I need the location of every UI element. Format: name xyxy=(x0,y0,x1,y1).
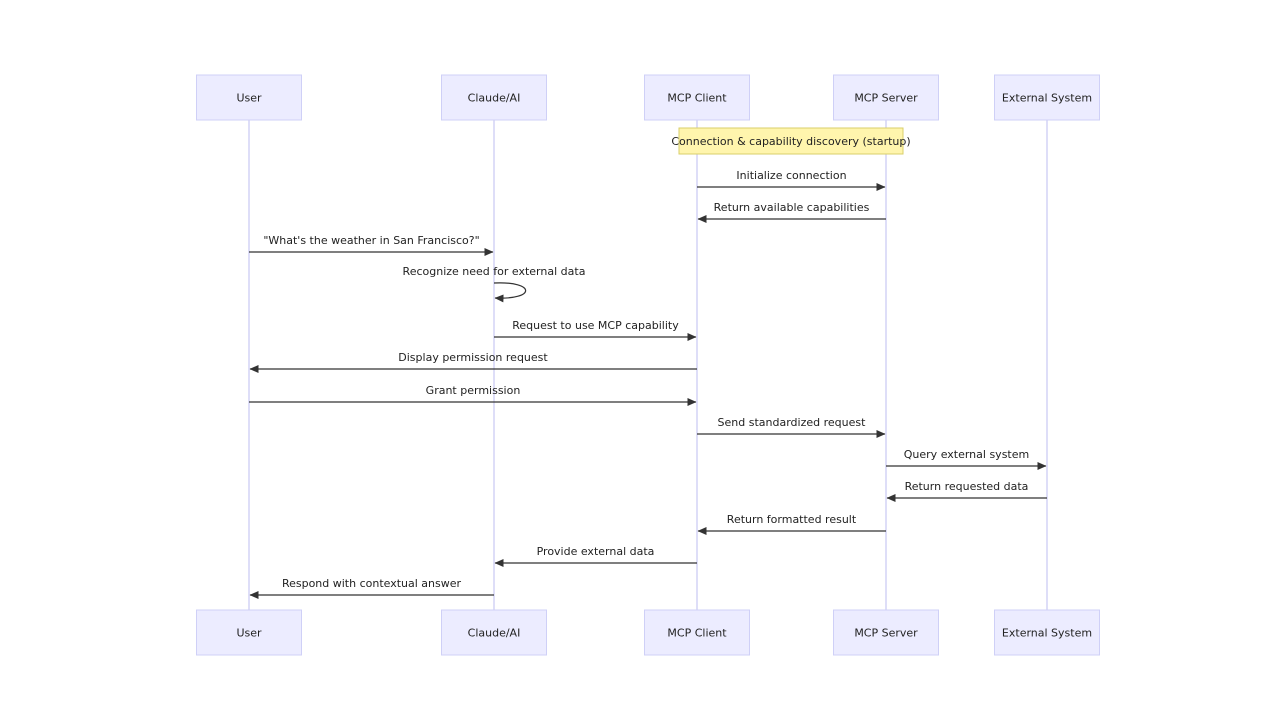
participant-box-external-bottom xyxy=(994,609,1100,656)
message-label-1: Initialize connection xyxy=(736,169,846,182)
participant-box-user-bottom xyxy=(196,609,302,656)
message-label-3: "What's the weather in San Francisco?" xyxy=(263,234,479,247)
startup-note-box xyxy=(678,127,904,155)
message-arrow-4 xyxy=(493,282,527,303)
message-label-11: Return formatted result xyxy=(727,513,857,526)
participant-box-claude-bottom xyxy=(441,609,547,656)
participant-box-client-bottom xyxy=(644,609,750,656)
actors-top: User Claude/AI MCP Client MCP Server Externa… xyxy=(196,74,1100,121)
participant-label-client-bottom: MCP Client xyxy=(667,627,727,640)
message-label-9: Query external system xyxy=(904,448,1029,461)
message-label-5: Request to use MCP capability xyxy=(512,319,679,332)
note-layer: Connection & capability discovery (start… xyxy=(671,127,911,155)
participant-label-server-bottom: MCP Server xyxy=(854,627,918,640)
participant-label-external-top: External System xyxy=(1002,92,1092,105)
lifelines xyxy=(248,120,1048,610)
participant-box-claude-top xyxy=(441,74,547,121)
message-label-4: Recognize need for external data xyxy=(403,265,586,278)
message-label-6: Display permission request xyxy=(398,351,548,364)
participant-box-server-bottom xyxy=(833,609,939,656)
participant-box-client-top xyxy=(644,74,750,121)
participant-label-server-top: MCP Server xyxy=(854,92,918,105)
message-label-7: Grant permission xyxy=(426,384,521,397)
message-label-8: Send standardized request xyxy=(718,416,867,429)
startup-note-text: Connection & capability discovery (start… xyxy=(671,135,910,148)
participant-label-claude-top: Claude/AI xyxy=(468,92,521,105)
participant-box-external-top xyxy=(994,74,1100,121)
participant-box-user-top xyxy=(196,74,302,121)
message-label-13: Respond with contextual answer xyxy=(282,577,462,590)
actors-bottom: User Claude/AI MCP Client MCP Server Externa… xyxy=(196,609,1100,656)
participant-box-server-top xyxy=(833,74,939,121)
participant-label-claude-bottom: Claude/AI xyxy=(468,627,521,640)
participant-label-external-bottom: External System xyxy=(1002,627,1092,640)
message-label-2: Return available capabilities xyxy=(714,201,870,214)
message-label-12: Provide external data xyxy=(537,545,655,558)
participant-label-user-bottom: User xyxy=(236,627,262,640)
participant-label-client-top: MCP Client xyxy=(667,92,727,105)
participant-label-user-top: User xyxy=(236,92,262,105)
message-label-10: Return requested data xyxy=(905,480,1029,493)
